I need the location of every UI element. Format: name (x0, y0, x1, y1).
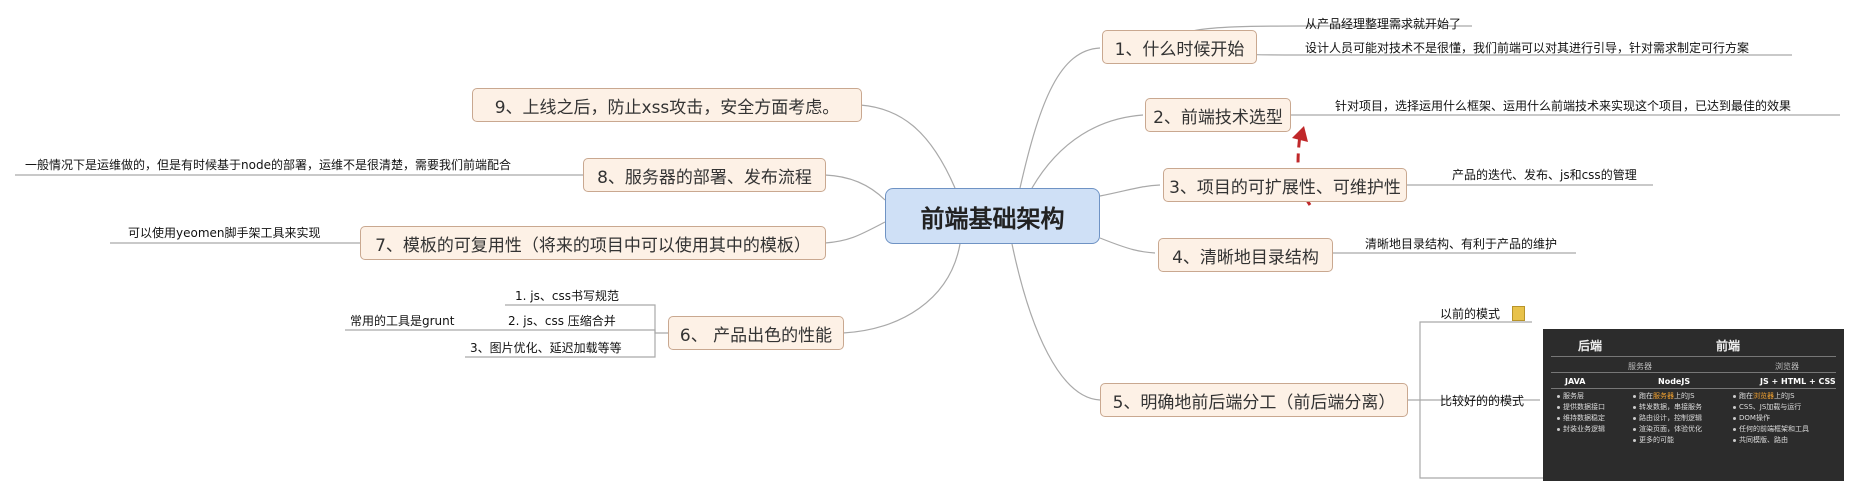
connector-b2 (1031, 114, 1144, 189)
branch-9[interactable]: 9、上线之后，防止xss攻击，安全方面考虑。 (472, 88, 862, 122)
connector-b9 (859, 104, 956, 189)
branch-7[interactable]: 7、模板的可复用性（将来的项目中可以使用其中的模板） (360, 226, 826, 260)
node-item: 转发数据，串接服务 (1633, 402, 1702, 413)
java-item: 封装业务逻辑 (1557, 424, 1605, 435)
frontend-backend-comparison-image: 后端 前端 服务器 浏览器 JAVA NodeJS JS + HTML + CS… (1543, 329, 1844, 481)
branch-6-sub-2: 2. js、css 压缩合并 (508, 314, 616, 328)
nodejs-column: NodeJS (1658, 377, 1691, 386)
java-column: JAVA (1565, 377, 1586, 386)
branch-3[interactable]: 3、项目的可扩展性、可维护性 (1163, 168, 1407, 202)
web-item: 共同模版、路由 (1733, 435, 1809, 446)
branch-1-note-2: 设计人员可能对技术不是很懂，我们前端可以对其进行引导，针对需求制定可行方案 (1305, 41, 1750, 55)
branch-5-note-old: 以前的模式 (1440, 307, 1501, 321)
arrowhead (1292, 126, 1308, 142)
connector-b6 (842, 243, 961, 334)
connector-b5 (1011, 243, 1101, 401)
web-item: CSS、JS加载与运行 (1733, 402, 1809, 413)
server-label: 服务器 (1628, 362, 1652, 371)
branch-4-note: 清晰地目录结构、有利于产品的维护 (1365, 237, 1558, 251)
branch-5[interactable]: 5、明确地前后端分工（前后端分离） (1100, 383, 1408, 417)
branch-6[interactable]: 6、 产品出色的性能 (668, 316, 844, 350)
branch-8-note: 一般情况下是运维做的，但是有时候基于node的部署，运维不是很清楚，需要我们前端… (25, 158, 511, 172)
branch-6-subnote: 常用的工具是grunt (350, 314, 455, 328)
branch-8[interactable]: 8、服务器的部署、发布流程 (583, 158, 826, 192)
java-item: 提供数据接口 (1557, 402, 1605, 413)
connector-b3 (1099, 184, 1161, 197)
web-column: JS + HTML + CSS (1760, 377, 1836, 386)
branch-3-note: 产品的迭代、发布、js和css的管理 (1452, 168, 1637, 182)
central-topic[interactable]: 前端基础架构 (885, 188, 1100, 244)
branch-5-note-better: 比较好的的模式 (1440, 394, 1525, 408)
frontend-heading: 前端 (1716, 339, 1741, 353)
backend-heading: 后端 (1578, 339, 1603, 353)
note-icon[interactable] (1512, 306, 1525, 321)
node-item: 渲染页面，体验优化 (1633, 424, 1702, 435)
node-item-first: 跑在服务器上的JS (1633, 391, 1702, 402)
browser-label: 浏览器 (1775, 362, 1799, 371)
connector-b1 (1019, 47, 1101, 189)
node-item: 更多的可能 (1633, 435, 1702, 446)
connector-b4 (1099, 237, 1156, 254)
branch-1[interactable]: 1、什么时候开始 (1102, 30, 1257, 64)
java-item: 服务层 (1557, 391, 1605, 402)
branch-4[interactable]: 4、清晰地目录结构 (1158, 238, 1333, 272)
web-item: DOM操作 (1733, 413, 1809, 424)
branch-6-sub-1: 1. js、css书写规范 (515, 289, 619, 303)
branch-7-note: 可以使用yeomen脚手架工具来实现 (128, 226, 321, 240)
branch-6-sub-3: 3、图片优化、延迟加载等等 (470, 341, 622, 355)
web-item-first: 跑在浏览器上的JS (1733, 391, 1809, 402)
web-item: 任何的前端框架和工具 (1733, 424, 1809, 435)
branch-2[interactable]: 2、前端技术选型 (1145, 98, 1291, 132)
node-item: 路由设计，控制逻辑 (1633, 413, 1702, 424)
branch-1-note-1: 从产品经理整理需求就开始了 (1305, 17, 1462, 31)
connector-b7 (824, 221, 886, 244)
branch-2-note: 针对项目，选择运用什么框架、运用什么前端技术来实现这个项目，已达到最佳的效果 (1335, 99, 1792, 113)
connector-b8 (824, 174, 886, 201)
java-item: 维持数据稳定 (1557, 413, 1605, 424)
